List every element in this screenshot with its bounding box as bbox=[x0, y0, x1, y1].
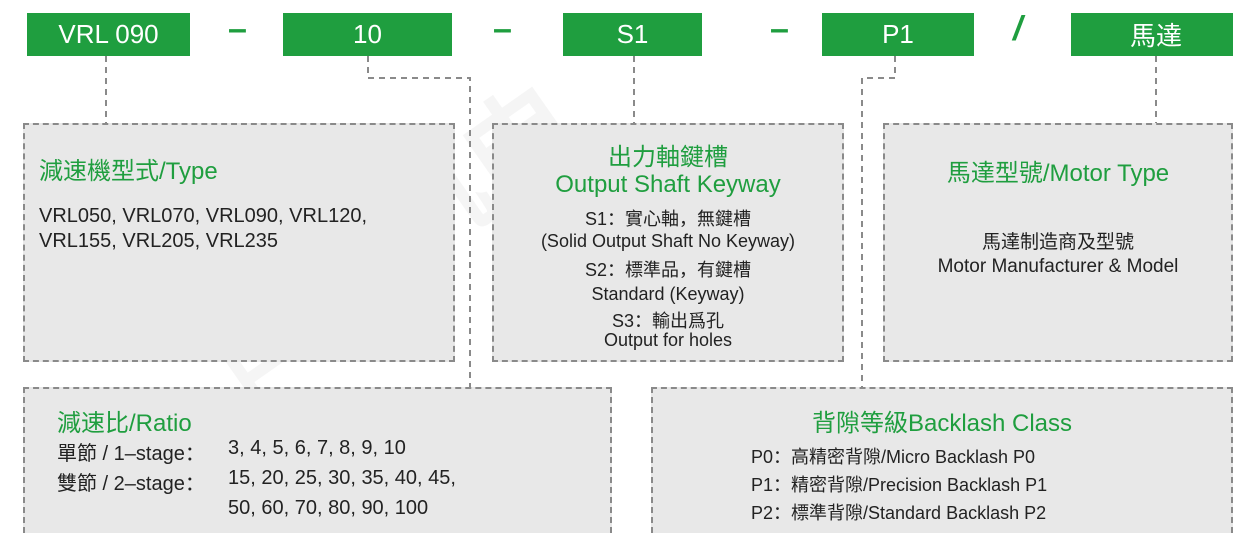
motor-code: 馬達 bbox=[1071, 13, 1233, 56]
ratio-code: 10 bbox=[283, 13, 452, 56]
type-box: 減速機型式/Type VRL050, VRL070, VRL090, VRL12… bbox=[23, 123, 455, 362]
shaft-title-en: Output Shaft Keyway bbox=[555, 171, 781, 198]
shaft-title-cn: 出力軸鍵槽 bbox=[608, 144, 728, 171]
backlash-box: 背隙等級Backlash Class P0：高精密背隙/Micro Backla… bbox=[651, 387, 1233, 533]
separator-dash: – bbox=[770, 10, 789, 48]
connector-ratio bbox=[367, 56, 471, 387]
type-models-line1: VRL050, VRL070, VRL090, VRL120, bbox=[39, 205, 367, 227]
ratio-double-values-2: 50, 60, 70, 80, 90, 100 bbox=[228, 497, 429, 519]
shaft-option-s3-en: Output for holes bbox=[603, 330, 733, 350]
motor-desc-en: Motor Manufacturer & Model bbox=[937, 256, 1179, 277]
ratio-single-values: 3, 4, 5, 6, 7, 8, 9, 10 bbox=[228, 437, 406, 459]
ratio-single-label: 單節 / 1–stage： bbox=[57, 443, 205, 465]
backlash-p0: P0：高精密背隙/Micro Backlash P0 bbox=[751, 447, 1036, 467]
shaft-option-s3: S3：輸出爲孔 bbox=[611, 311, 725, 331]
shaft-option-s2-en: Standard (Keyway) bbox=[591, 284, 745, 304]
shaft-option-s1-en: (Solid Output Shaft No Keyway) bbox=[540, 231, 796, 251]
ratio-title: 減速比/Ratio bbox=[57, 410, 192, 437]
backlash-code: P1 bbox=[822, 13, 974, 56]
shaft-code: S1 bbox=[563, 13, 702, 56]
shaft-option-s2: S2：標準品，有鍵槽 bbox=[584, 260, 752, 280]
backlash-title: 背隙等級Backlash Class bbox=[811, 410, 1073, 437]
backlash-p1: P1：精密背隙/Precision Backlash P1 bbox=[751, 475, 1048, 495]
ratio-double-values-1: 15, 20, 25, 30, 35, 40, 45, bbox=[228, 467, 456, 489]
separator-dash: – bbox=[228, 10, 247, 48]
backlash-p2: P2：標準背隙/Standard Backlash P2 bbox=[751, 503, 1047, 523]
ratio-double-label: 雙節 / 2–stage： bbox=[57, 473, 205, 495]
motor-title: 馬達型號/Motor Type bbox=[946, 160, 1170, 187]
shaft-box: 出力軸鍵槽 Output Shaft Keyway S1：實心軸，無鍵槽 (So… bbox=[492, 123, 844, 362]
separator-dash: – bbox=[493, 10, 512, 48]
separator-slash: / bbox=[1013, 10, 1023, 48]
motor-box: 馬達型號/Motor Type 馬達制造商及型號 Motor Manufactu… bbox=[883, 123, 1233, 362]
model-code: VRL 090 bbox=[27, 13, 190, 56]
shaft-option-s1: S1：實心軸，無鍵槽 bbox=[584, 209, 752, 229]
type-title: 減速機型式/Type bbox=[39, 158, 218, 185]
ratio-box: 減速比/Ratio 單節 / 1–stage： 3, 4, 5, 6, 7, 8… bbox=[23, 387, 612, 533]
motor-desc-cn: 馬達制造商及型號 bbox=[981, 232, 1134, 253]
type-models-line2: VRL155, VRL205, VRL235 bbox=[39, 230, 279, 252]
connector-backlash bbox=[861, 56, 896, 387]
